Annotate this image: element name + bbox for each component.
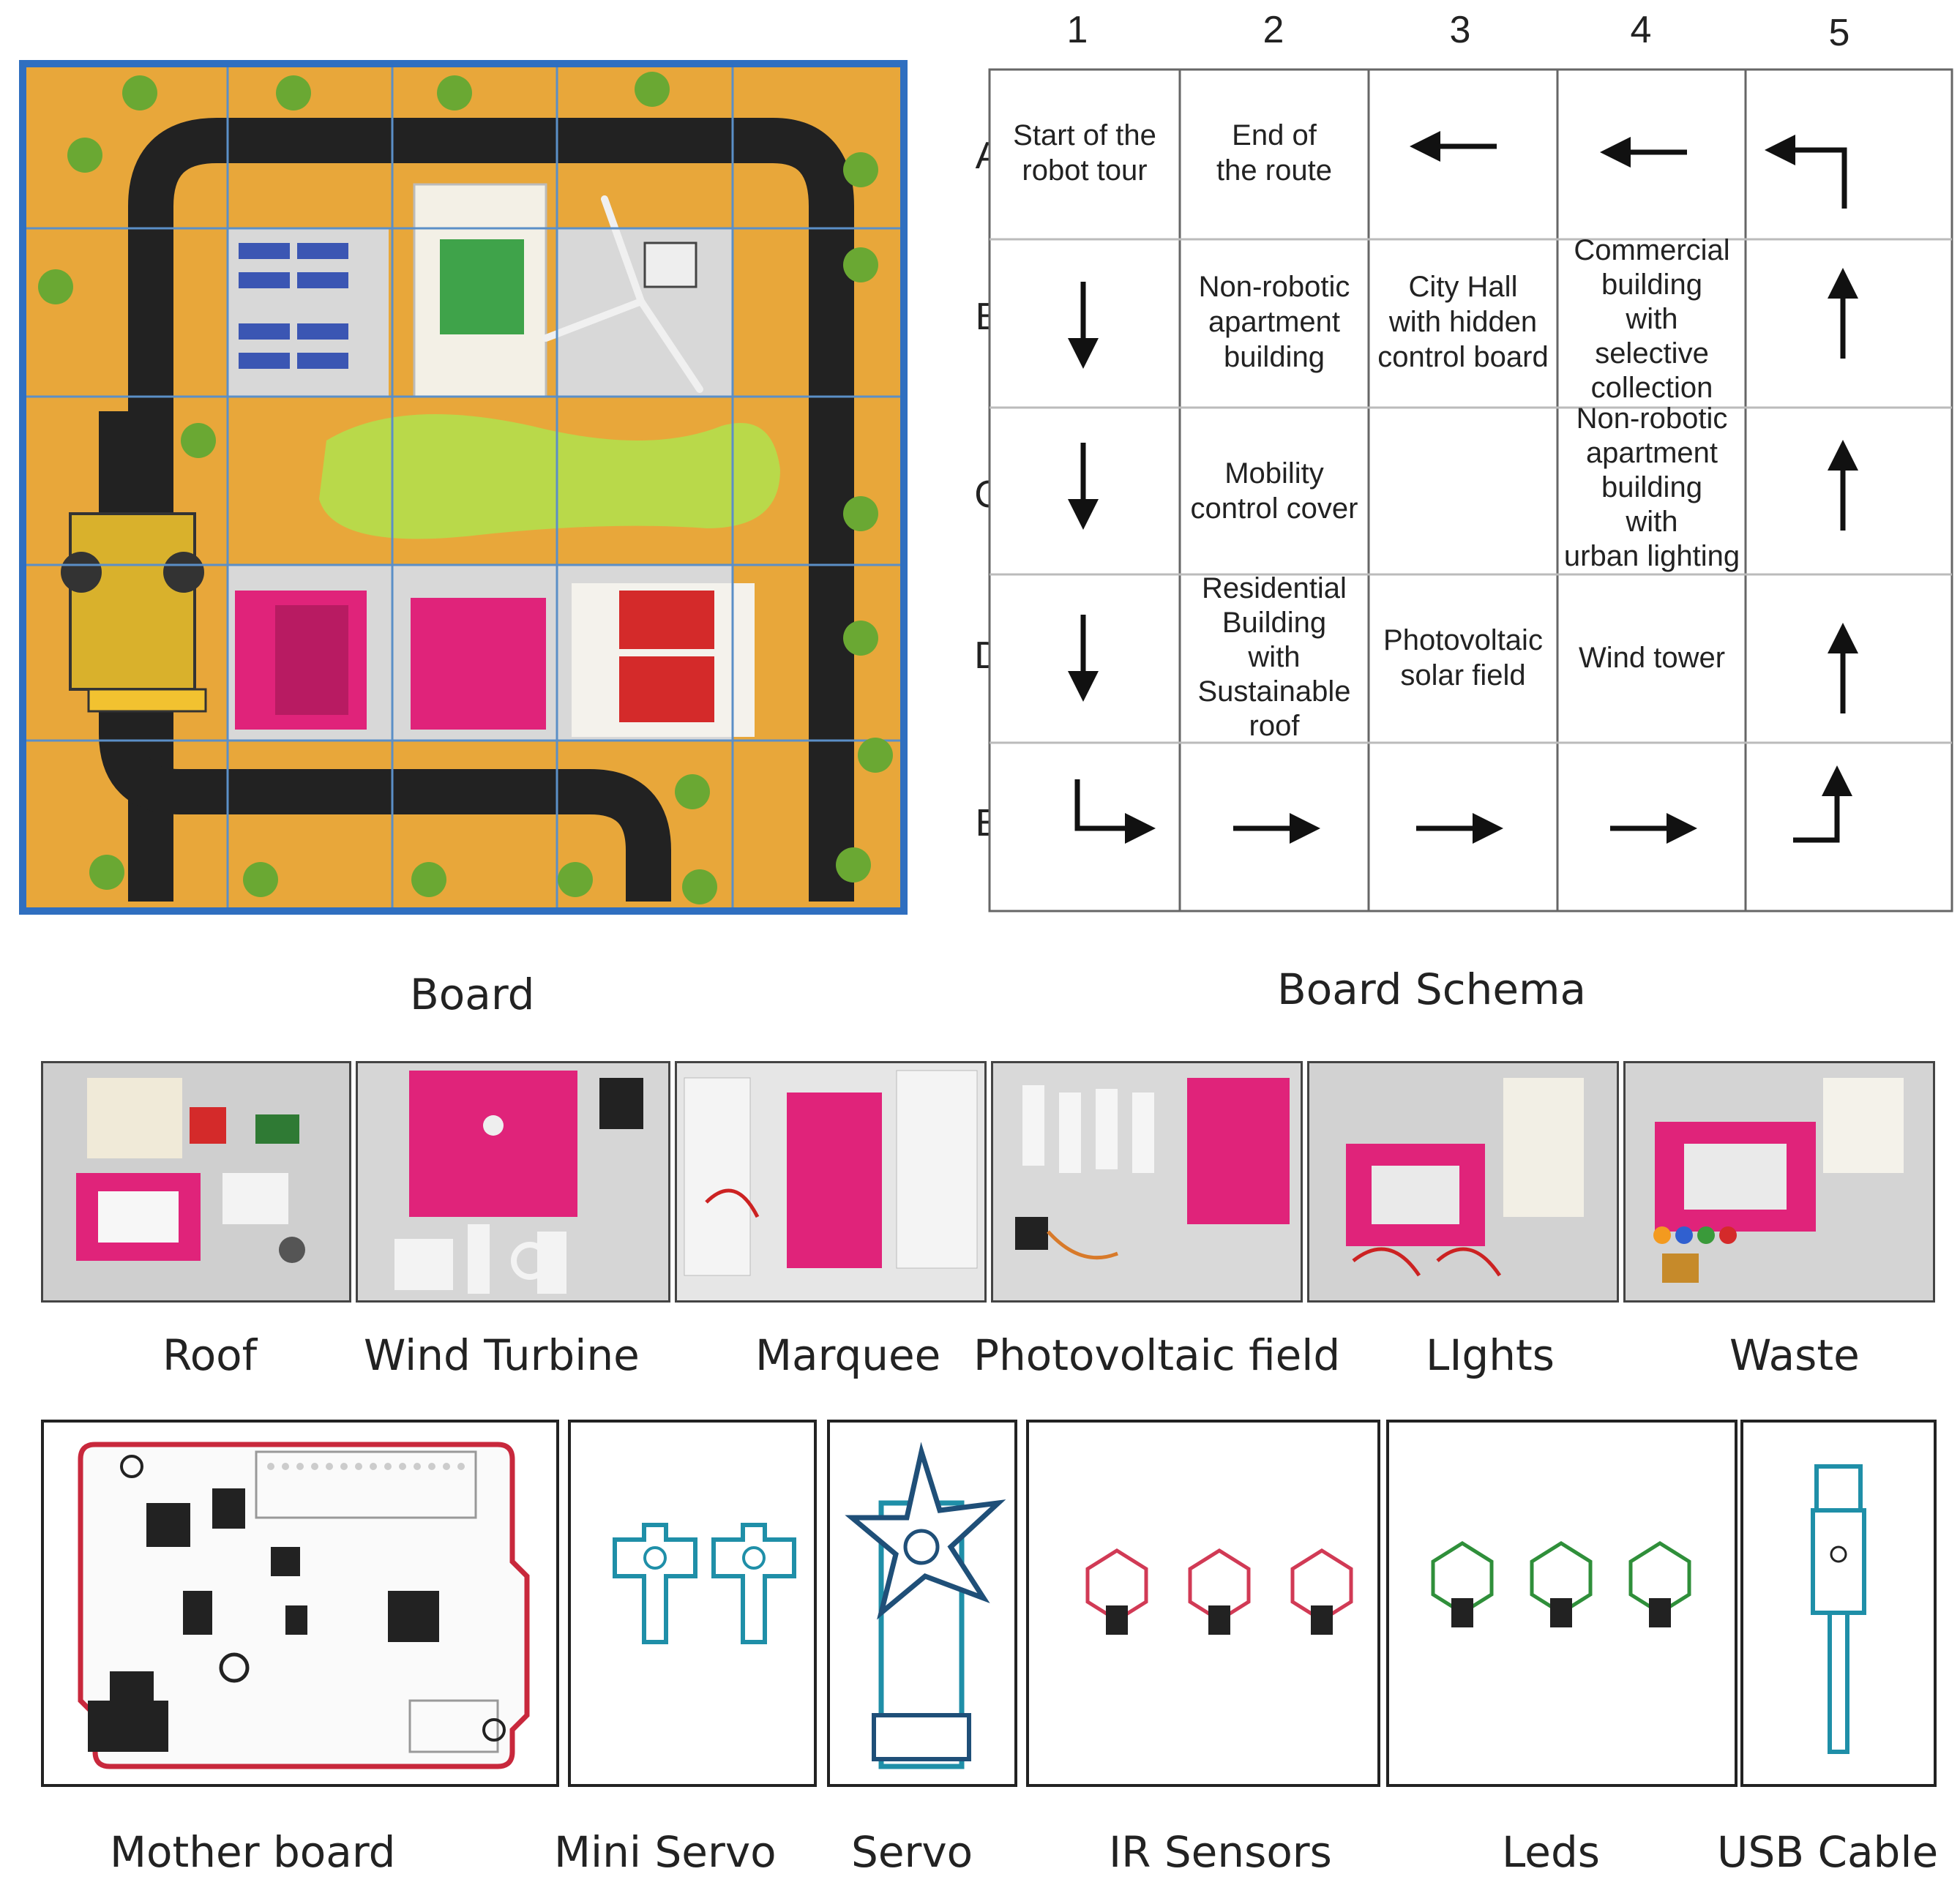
column-header-4: 4 <box>1631 9 1652 51</box>
module-photo-photovoltaic-field <box>991 1061 1303 1303</box>
module-photo-marquee <box>675 1061 987 1303</box>
component-box-mini-servo <box>568 1420 817 1787</box>
board-caption: Board <box>410 970 535 1019</box>
component-caption-mother-board: Mother board <box>110 1827 396 1877</box>
component-box-usb-cable <box>1740 1420 1937 1787</box>
component-caption-leds: Leds <box>1502 1827 1601 1877</box>
arrow-corner-icon <box>1074 779 1156 844</box>
module-caption-lights: LIghts <box>1426 1330 1555 1380</box>
led-icon <box>1431 1541 1691 1627</box>
schema-grid <box>988 68 1953 912</box>
board-illustration <box>19 60 908 915</box>
motherboard-icon <box>78 1442 530 1769</box>
module-caption-marquee: Marquee <box>755 1330 941 1380</box>
column-header-3: 3 <box>1450 9 1471 51</box>
ir-sensor-icon <box>1085 1548 1353 1635</box>
module-caption-photovoltaic-field: Photovoltaic field <box>973 1330 1341 1380</box>
usb-cable-icon <box>1811 1464 1866 1754</box>
board-schema-caption: Board Schema <box>1277 964 1587 1014</box>
module-photo-wind-turbine <box>356 1061 670 1303</box>
component-caption-ir-sensors: IR Sensors <box>1109 1827 1332 1877</box>
module-caption-wind-turbine: Wind Turbine <box>364 1330 640 1380</box>
component-caption-servo: Servo <box>851 1827 973 1877</box>
column-header-2: 2 <box>1263 9 1284 51</box>
column-header-5: 5 <box>1829 12 1850 54</box>
servo-icon <box>845 1442 1006 1769</box>
module-caption-waste: Waste <box>1729 1330 1860 1380</box>
servo-icon <box>613 1523 796 1644</box>
component-box-ir-sensors <box>1026 1420 1380 1787</box>
module-photo-waste <box>1623 1061 1935 1303</box>
board-photo <box>19 60 908 915</box>
column-header-1: 1 <box>1067 9 1088 51</box>
component-box-servo <box>827 1420 1017 1787</box>
component-box-leds <box>1386 1420 1738 1787</box>
arrow-corner-icon <box>1793 765 1852 843</box>
component-caption-mini-servo: Mini Servo <box>554 1827 777 1877</box>
component-caption-usb-cable: USB Cable <box>1717 1827 1939 1877</box>
module-caption-roof: Roof <box>162 1330 258 1380</box>
arrow-corner-icon <box>1765 135 1847 209</box>
module-photo-roof <box>41 1061 351 1303</box>
cell-d4: Wind tower <box>1579 642 1725 674</box>
component-box-mother-board <box>41 1420 559 1787</box>
module-photo-lights <box>1307 1061 1619 1303</box>
